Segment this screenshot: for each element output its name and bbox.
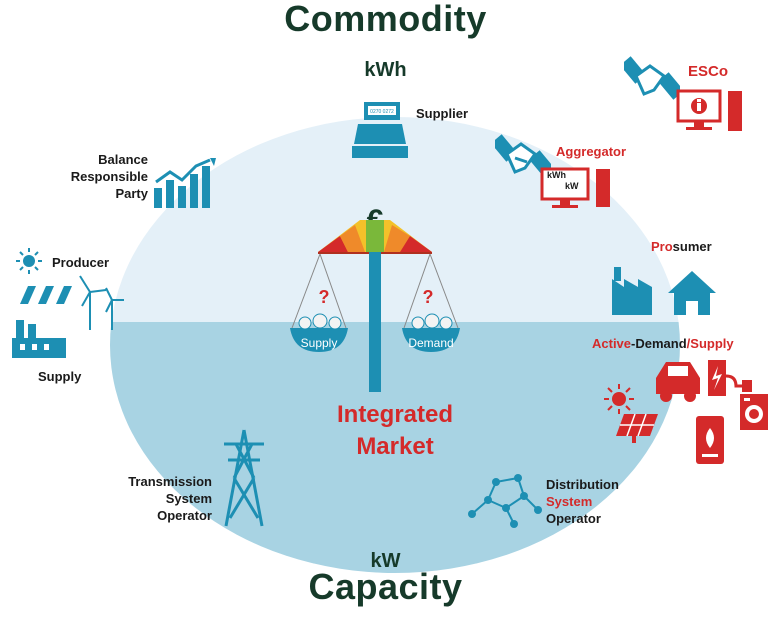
kwh-label: kWh	[364, 59, 407, 81]
info-monitor-icon	[676, 89, 742, 131]
demand-text: Demand	[635, 336, 687, 351]
monitor-icon	[540, 167, 610, 208]
active-demand-supply-label: Active-Demand/Supply	[592, 335, 734, 352]
power-plant-icon	[12, 320, 66, 358]
question-right: ?	[422, 287, 434, 307]
brp-line3: Party	[115, 186, 148, 201]
washing-machine-icon	[740, 394, 768, 430]
prosumer-label: Prosumer	[651, 238, 712, 255]
sun-icon	[16, 248, 42, 274]
electric-car-icon	[656, 360, 752, 402]
aggregator-kwh: kWh	[547, 170, 566, 180]
question-left: ?	[318, 287, 330, 307]
dso-line3: Operator	[546, 511, 601, 526]
red-sun-icon	[604, 384, 634, 414]
factory-house-icon	[612, 267, 716, 315]
transmission-tower-icon	[224, 429, 264, 527]
demand-pan-label: Demand	[408, 336, 454, 350]
network-icon	[468, 474, 542, 528]
slash-supply-text: /Supply	[686, 336, 734, 351]
prosumer-pro: Pro	[651, 239, 673, 254]
dso-line1: Distribution	[546, 477, 619, 492]
kw-label: kW	[370, 550, 401, 572]
supplier-device-text: 0270 0272	[370, 109, 394, 115]
red-solar-panel-icon	[616, 413, 658, 443]
supply-label: Supply	[38, 369, 82, 384]
water-heater-icon	[696, 416, 724, 464]
tso-line3: Operator	[157, 508, 212, 523]
cash-register-icon: 0270 0272	[352, 102, 408, 158]
tso-line1: Transmission	[128, 474, 212, 489]
esco-label: ESCo	[688, 63, 729, 80]
capacity-title: Capacity	[308, 566, 463, 607]
supplier-label: Supplier	[416, 106, 469, 121]
balance-scale-icon: €	[290, 204, 460, 392]
brp-line2: Responsible	[70, 169, 148, 184]
prosumer-sumer: sumer	[672, 239, 712, 254]
integrated-label: Integrated	[336, 401, 453, 428]
wind-turbine-icon	[79, 275, 124, 330]
solar-panels-icon	[20, 286, 72, 304]
producer-label: Producer	[52, 255, 110, 270]
commodity-title: Commodity	[284, 0, 487, 39]
active-text: Active	[592, 336, 632, 351]
market-label: Market	[356, 433, 434, 460]
tso-line2: System	[165, 491, 212, 506]
esco-handshake-icon	[624, 56, 680, 100]
supply-pan-label: Supply	[300, 336, 338, 350]
aggregator-label: Aggregator	[556, 144, 627, 159]
dash-text: -	[631, 336, 636, 351]
aggregator-kw: kW	[565, 181, 579, 191]
dso-line2: System	[546, 494, 593, 509]
growth-chart-icon	[154, 158, 216, 208]
brp-line1: Balance	[98, 152, 148, 167]
